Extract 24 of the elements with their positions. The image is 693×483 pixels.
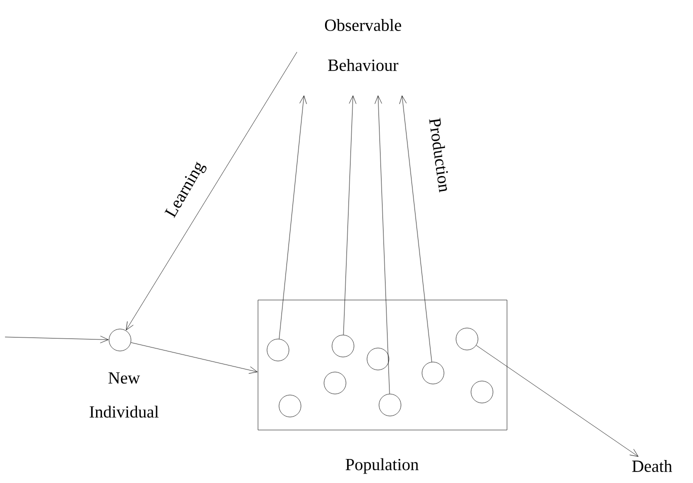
edge-label: Production xyxy=(428,116,452,194)
circle xyxy=(470,380,494,404)
circle xyxy=(332,334,354,358)
circle xyxy=(108,328,132,352)
circle xyxy=(266,338,290,362)
arrow xyxy=(278,96,307,340)
arrow xyxy=(126,52,298,330)
circle xyxy=(324,372,346,394)
circle xyxy=(378,394,402,416)
arrow xyxy=(476,345,638,457)
heading-text: Observable Behaviour xyxy=(325,19,402,71)
circle xyxy=(456,328,478,350)
circle xyxy=(278,394,302,418)
arrow xyxy=(343,96,356,336)
arrow xyxy=(4,336,108,344)
end-label: Death xyxy=(632,460,672,472)
population-box: Population xyxy=(258,300,508,474)
circle xyxy=(422,362,444,384)
node-label: Population xyxy=(346,458,419,474)
circle xyxy=(366,348,390,370)
arrow xyxy=(374,96,390,394)
arrow xyxy=(399,96,432,362)
node-caption: New Individual xyxy=(90,372,159,418)
arrow xyxy=(130,342,258,374)
